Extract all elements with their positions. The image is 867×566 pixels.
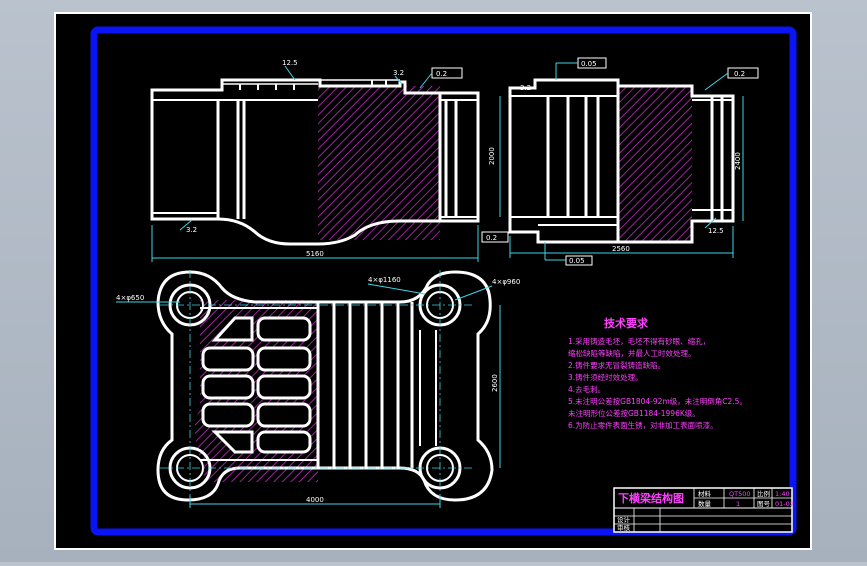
scale-value: 1:40 [775,490,790,498]
tech-title: 技术要求 [604,316,649,330]
qty-value: 1 [736,500,740,508]
roughness-label-d: 3.2 [520,84,531,92]
hole-label-right: 4×φ960 [492,278,520,286]
tolerance-frame-c [481,231,509,243]
material-label: 材料 [698,489,712,498]
roughness-label-b: 3.2 [393,69,404,77]
tech-requirements: 技术要求 1.采用铸造毛坯，毛坯不得有砂眼、缩孔， 缩松缺陷等缺陷，并最人工时效… [568,316,747,430]
sheet-value: 01-02 [775,500,794,508]
flatness-label-b: 0.05 [569,257,585,265]
design-label: 设计 [617,515,631,524]
material-value: QT500 [729,490,751,498]
side-height-dim-left: 2000 [488,147,496,165]
hole-label-left: 4×φ650 [116,294,144,302]
tolerance-label-c: 0.2 [486,234,497,242]
side-section-hatch [618,86,692,242]
tech-item: 5.未注明公差按GB1804-92m级，未注明倒角C2.5。 [568,396,747,406]
drawing-name: 下横梁结构图 [618,491,684,505]
plan-annotations: 4×φ650 4×φ1160 4×φ960 2600 4000 [116,276,520,508]
front-width-dim: 5160 [306,250,324,258]
tech-item: 2.铸件要求无冒裂铸造缺陷。 [568,360,665,370]
blue-frame [90,26,797,536]
front-outline [150,78,480,246]
tech-item: 4.去毛刺。 [568,384,605,394]
tech-item: 未注明形位公差按GB1184-1996K级。 [568,408,700,418]
side-outline [508,78,735,244]
centerlines [160,270,475,500]
tolerance-label-a: 0.2 [436,70,447,78]
roughness-label-e: 12.5 [708,227,724,235]
plan-view [156,270,494,502]
side-width-dim: 2560 [612,245,630,253]
front-view [150,78,480,246]
tech-item: 1.采用铸造毛坯，毛坯不得有砂眼、缩孔， [568,336,710,346]
side-view [508,78,735,244]
plan-height-dim: 2600 [491,374,499,392]
tolerance-label-b: 0.2 [734,70,745,78]
front-annotations: 12.5 3.2 0.2 3.2 5160 [151,59,479,262]
qty-label: 数量 [698,499,712,508]
tech-item: 缩松缺陷等缺陷，并最人工时效处理。 [568,348,696,358]
sheet-label: 图号 [757,500,771,508]
plan-width-dim: 4000 [306,496,324,504]
title-block: 下横梁结构图 材料 QT500 比例 1:40 数量 1 图号 01-02 设计… [613,487,794,533]
side-height-dim-right: 2400 [734,152,742,170]
tech-item: 3.铸件须经时效处理。 [568,372,643,382]
side-annotations: 0.05 3.2 0.2 2000 2400 0.2 12.5 2560 0.0… [481,57,759,266]
scale-label: 比例 [757,489,770,498]
check-label: 审核 [617,523,631,532]
tech-item: 6.为防止零件表面生锈，对非加工表面喷漆。 [568,420,718,430]
roughness-label-a: 12.5 [282,59,298,67]
front-section-hatch [318,86,440,240]
plan-outline [156,270,494,502]
flatness-label-a: 0.05 [581,60,597,68]
roughness-label-c: 3.2 [186,226,197,234]
hole-label-mid: 4×φ1160 [368,276,401,284]
